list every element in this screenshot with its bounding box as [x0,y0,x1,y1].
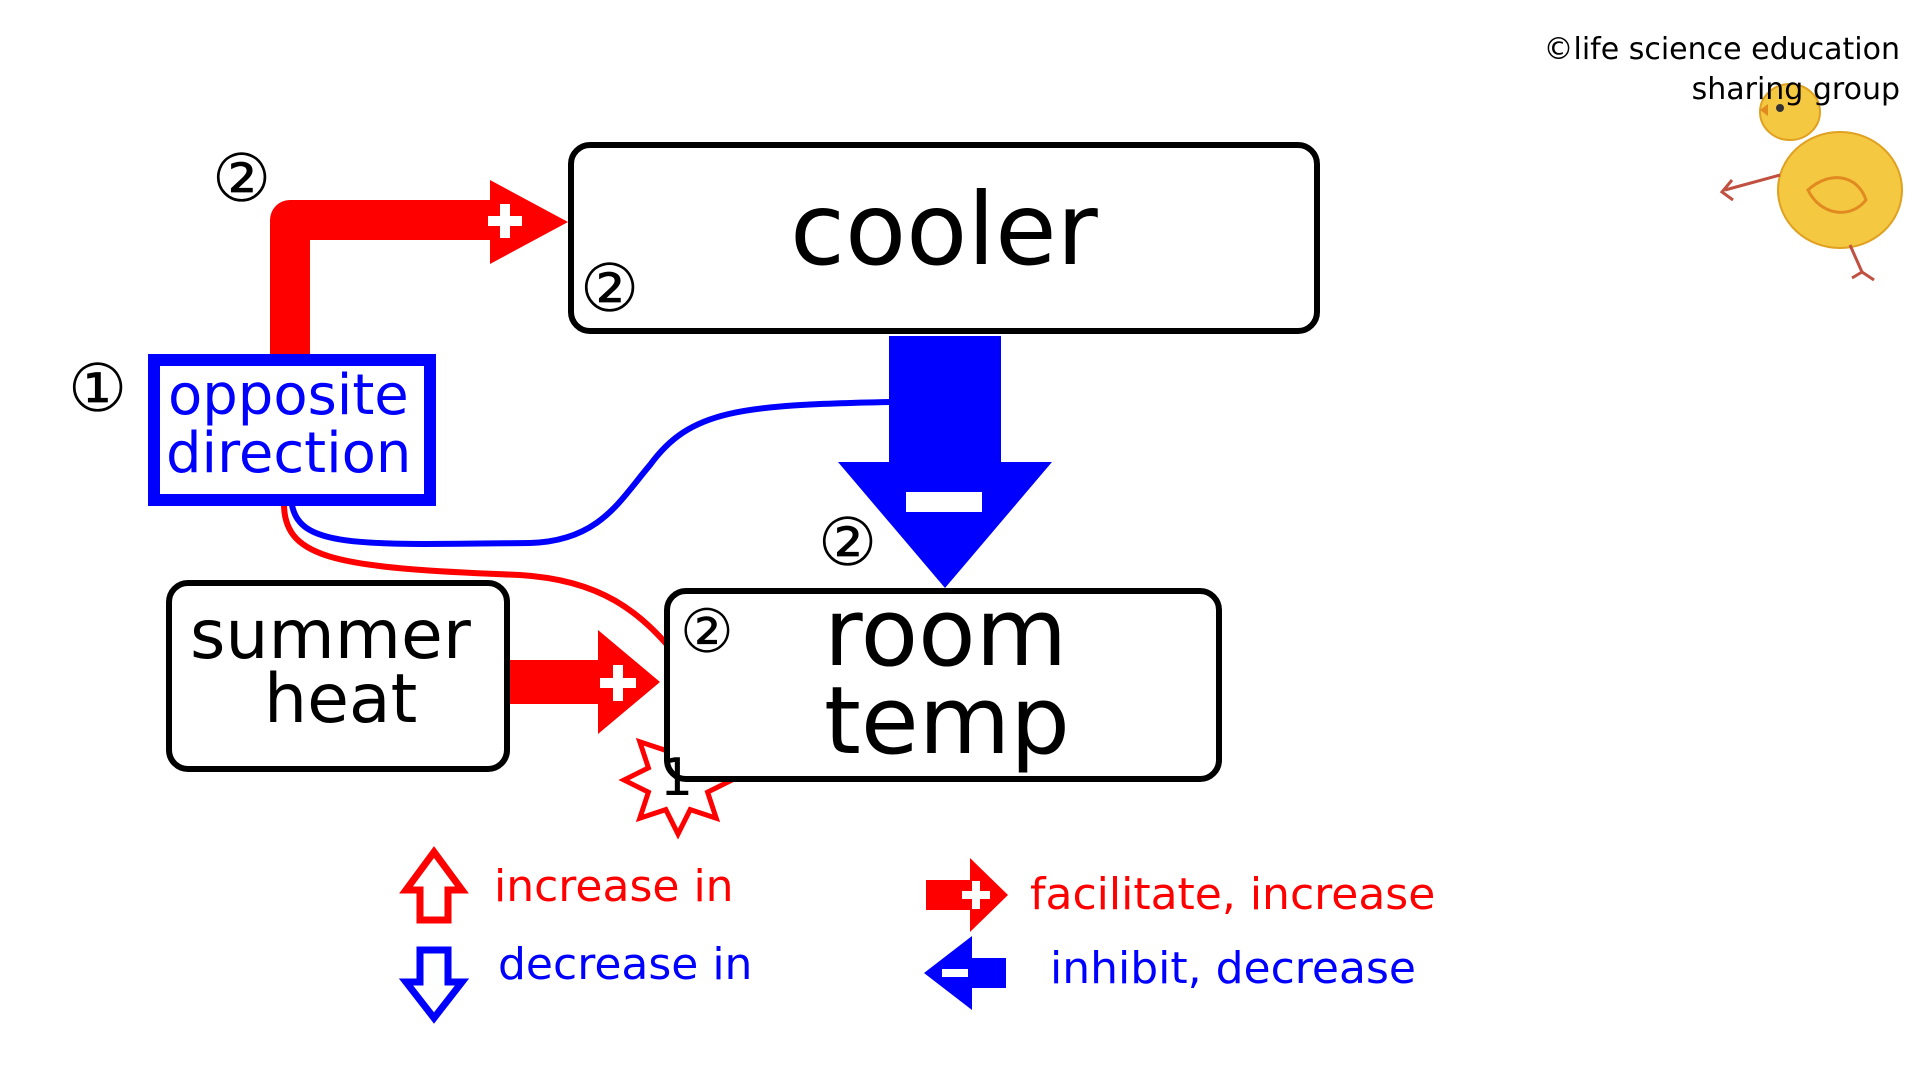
legend-inhibit-label: inhibit, decrease [1050,943,1416,994]
step-marker-cooler-to-room: ② [818,504,878,581]
step-marker-room-inner: ② [680,597,734,667]
room-temp-label-line1: room [824,579,1068,688]
legend-plus-arrow-icon [926,858,1008,932]
starburst-number: 1 [660,748,694,808]
step-marker-opposite: ① [68,350,128,427]
opposite-label-line1: opposite [168,363,409,428]
blue-influence-curve [289,399,891,547]
cooler-label: cooler [790,171,1098,288]
facilitate-arrow-to-cooler [270,180,568,360]
room-temp-node [664,588,1222,782]
legend-facilitate-label: facilitate, increase [1030,869,1436,920]
legend-up-arrow-icon [399,846,469,924]
summer-heat-node [166,580,510,772]
summer-heat-label-line2: heat [264,660,418,739]
copyright-line1: ©life science education [1543,32,1901,67]
copyright-line2: sharing group [1691,72,1900,107]
room-temp-label-line2: temp [824,667,1070,776]
step-marker-cooler-inner: ② [580,250,640,327]
opposite-direction-node [148,354,436,506]
summer-heat-label-line1: summer [190,596,471,675]
opposite-label-line2: direction [166,421,412,486]
chick-icon [1719,83,1903,282]
inhibit-arrow-cooler-to-room [838,336,1052,588]
facilitate-arrow-heat-to-room [510,630,660,734]
cooler-node [568,142,1320,334]
legend-down-arrow-icon [398,946,470,1024]
legend-decrease-label: decrease in [498,939,753,990]
legend-increase-label: increase in [494,861,734,912]
legend-minus-arrow-icon [924,936,1006,1010]
step-marker-top-branch: ② [212,140,272,217]
